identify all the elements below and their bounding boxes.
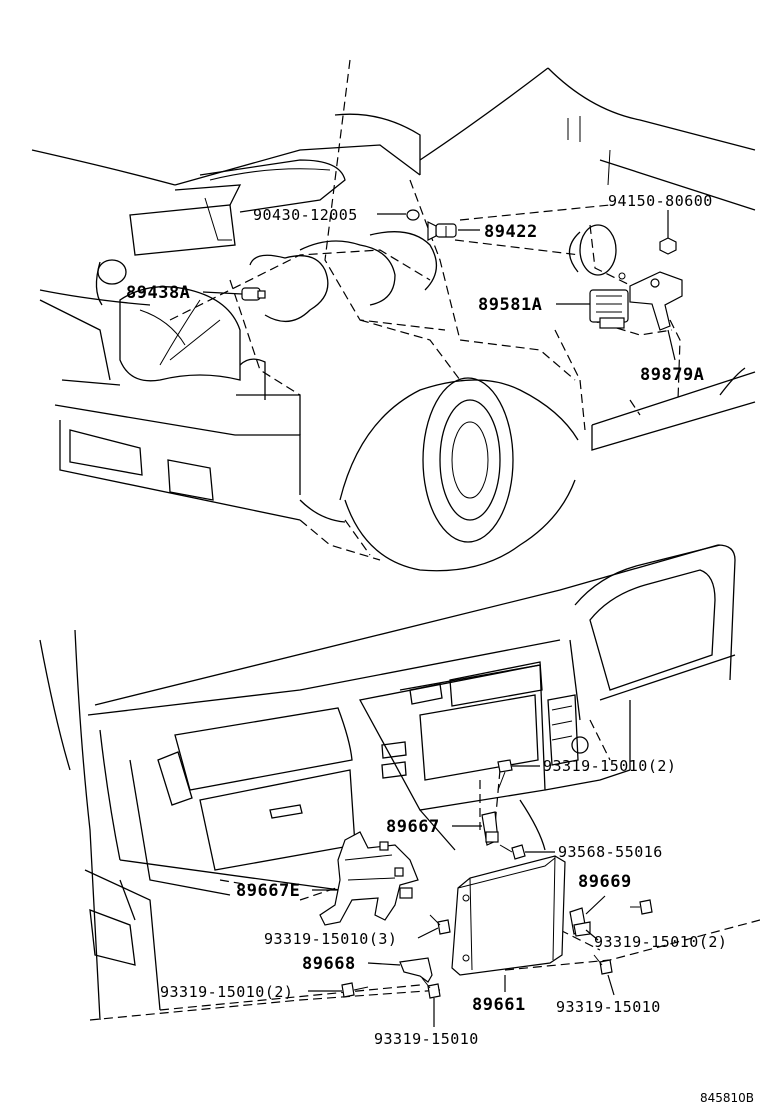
part-90430-12005-gasket	[406, 209, 420, 221]
label-93319-15010-2-left: 93319-15010(2)	[160, 983, 293, 1001]
reference-code: 845810B	[700, 1091, 754, 1105]
bolts	[341, 759, 653, 999]
part-89667-bracket	[481, 811, 499, 846]
part-labels: 90430-12005 89422 94150-80600 89438A 895…	[126, 192, 754, 1105]
label-93319-15010-2-right: 93319-15010(2)	[594, 933, 727, 951]
part-89422-sensor	[427, 221, 457, 241]
engine-bay-illustration	[31, 59, 756, 572]
part-89438a-sensor	[241, 287, 266, 301]
dashboard-illustration	[39, 544, 760, 1021]
label-89669: 89669	[578, 872, 632, 892]
label-89668: 89668	[302, 954, 356, 974]
label-93319-15010-right: 93319-15010	[556, 998, 661, 1016]
label-89667: 89667	[386, 817, 440, 837]
part-89667e-bracket	[319, 831, 419, 926]
part-89669-bracket	[569, 907, 591, 937]
label-93319-15010-bottom: 93319-15010	[374, 1030, 479, 1048]
upper-leader-lines	[202, 210, 676, 361]
label-89581a: 89581A	[478, 295, 542, 315]
label-89879a: 89879A	[640, 365, 704, 385]
part-89668-bracket	[399, 957, 433, 983]
label-93319-15010-2-top: 93319-15010(2)	[543, 757, 676, 775]
label-89438a: 89438A	[126, 283, 190, 303]
lower-leader-lines	[308, 765, 615, 1027]
part-89661-ecu	[451, 855, 566, 976]
label-93319-15010-3: 93319-15010(3)	[264, 930, 397, 948]
label-89667e: 89667E	[236, 881, 300, 901]
label-90430-12005: 90430-12005	[253, 206, 358, 224]
label-89661: 89661	[472, 995, 526, 1015]
label-94150-80600: 94150-80600	[608, 192, 713, 210]
part-89581a-sensor	[589, 289, 629, 329]
part-94150-80600-nut	[659, 237, 677, 255]
label-89422: 89422	[484, 222, 538, 242]
label-93568-55016: 93568-55016	[558, 843, 663, 861]
part-89879a-bracket	[618, 271, 683, 331]
